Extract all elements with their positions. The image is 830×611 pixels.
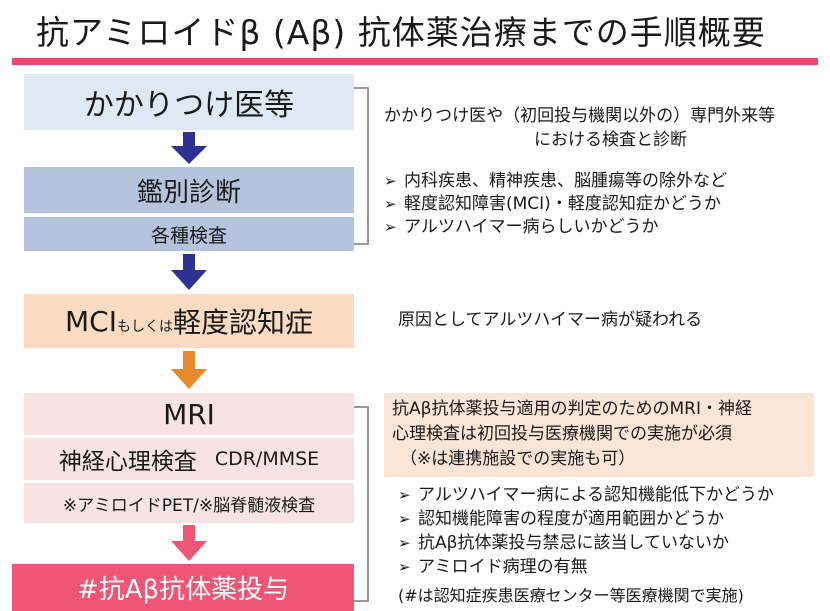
arrow-down-icon [171, 132, 207, 164]
arrow-bullet-icon: ➢ [384, 195, 397, 213]
callout-line1: 抗Aβ抗体薬投与適用の判定のためのMRI・神経 [392, 399, 752, 419]
arrow-bullet-icon: ➢ [398, 534, 411, 552]
arrow-bullet-icon: ➢ [398, 486, 411, 504]
list-item: ➢抗Aβ抗体薬投与禁忌に該当していないか [398, 533, 729, 553]
mild-dementia-label: 軽度認知症 [172, 306, 313, 339]
suspected-alzheimers-note: 原因としてアルツハイマー病が疑われる [398, 310, 703, 330]
callout-line3: （※は連携施設での実施も可） [400, 449, 636, 469]
page-title: 抗アミロイドβ (Aβ) 抗体薬治療までの手順概要 [36, 13, 766, 52]
list-item: ➢アルツハイマー病による認知機能低下かどうか [398, 485, 774, 505]
neuropsych-test-label: 神経心理検査 [58, 449, 197, 475]
arrow-down-icon [171, 351, 207, 389]
step-primary-care-label: かかりつけ医等 [83, 88, 295, 123]
antibody-administration-box: #抗Aβ抗体薬投与 [12, 564, 354, 611]
various-tests-label: 各種検査 [150, 224, 227, 247]
differential-diagnosis-label: 鑑別診断 [136, 177, 241, 208]
list-item: ➢内科疾患、精神疾患、脳腫瘍等の除外など [384, 171, 727, 191]
arrow-down-icon [171, 254, 207, 290]
mci-mild-dementia-box: MCI もしくは 軽度認知症 [24, 294, 354, 348]
eligibility-criteria-list: ➢アルツハイマー病による認知機能低下かどうか ➢認知機能障害の程度が適用範囲かど… [398, 483, 774, 579]
various-tests-box: 各種検査 [24, 217, 354, 251]
list-item: ➢アルツハイマー病らしいかどうか [384, 217, 659, 237]
amyloid-pet-csf-box: ※アミロイドPET/※脳脊髄液検査 [24, 483, 354, 523]
list-item: ➢認知機能障害の程度が適用範囲かどうか [398, 509, 724, 529]
footnote: (#は認知症疾患医療センター等医療機関で実施) [398, 586, 744, 605]
callout-line2: 心理検査は初回投与医療機関での実施が必須 [392, 424, 732, 444]
mri-box: MRI [24, 393, 354, 435]
mri-label: MRI [163, 397, 215, 431]
arrow-bullet-icon: ➢ [384, 172, 397, 190]
or-label: もしくは [116, 319, 173, 335]
arrow-down-icon [171, 525, 207, 561]
arrow-bullet-icon: ➢ [398, 510, 411, 528]
neuropsych-test-box: 神経心理検査 CDR/MMSE [24, 438, 354, 480]
bracket-right-step4 [354, 406, 369, 602]
arrow-bullet-icon: ➢ [398, 558, 411, 576]
list-item: ➢アミロイド病理の有無 [398, 557, 588, 577]
differential-diagnosis-box: 鑑別診断 [24, 167, 354, 213]
arrow-bullet-icon: ➢ [384, 218, 397, 236]
antibody-administration-label: #抗Aβ抗体薬投与 [76, 575, 290, 605]
primary-care-note-line2: における検査と診断 [534, 130, 687, 150]
list-item: ➢軽度認知障害(MCI)・軽度認知症かどうか [384, 194, 721, 214]
title-underline [12, 58, 818, 65]
amyloid-pet-csf-label: ※アミロイドPET/※脳脊髄液検査 [62, 495, 316, 516]
bracket-right-step1-2 [354, 87, 369, 245]
mri-requirement-callout: 抗Aβ抗体薬投与適用の判定のためのMRI・神経 心理検査は初回投与医療機関での実… [384, 393, 814, 477]
diagnosis-criteria-list: ➢内科疾患、精神疾患、脳腫瘍等の除外など ➢軽度認知障害(MCI)・軽度認知症か… [384, 170, 727, 239]
mci-label: MCI [65, 304, 117, 338]
cdr-mmse-label: CDR/MMSE [214, 448, 320, 470]
primary-care-note-line1: かかりつけ医や（初回投与機関以外の）専門外来等 [384, 106, 776, 126]
step-primary-care-box: かかりつけ医等 [24, 74, 354, 130]
